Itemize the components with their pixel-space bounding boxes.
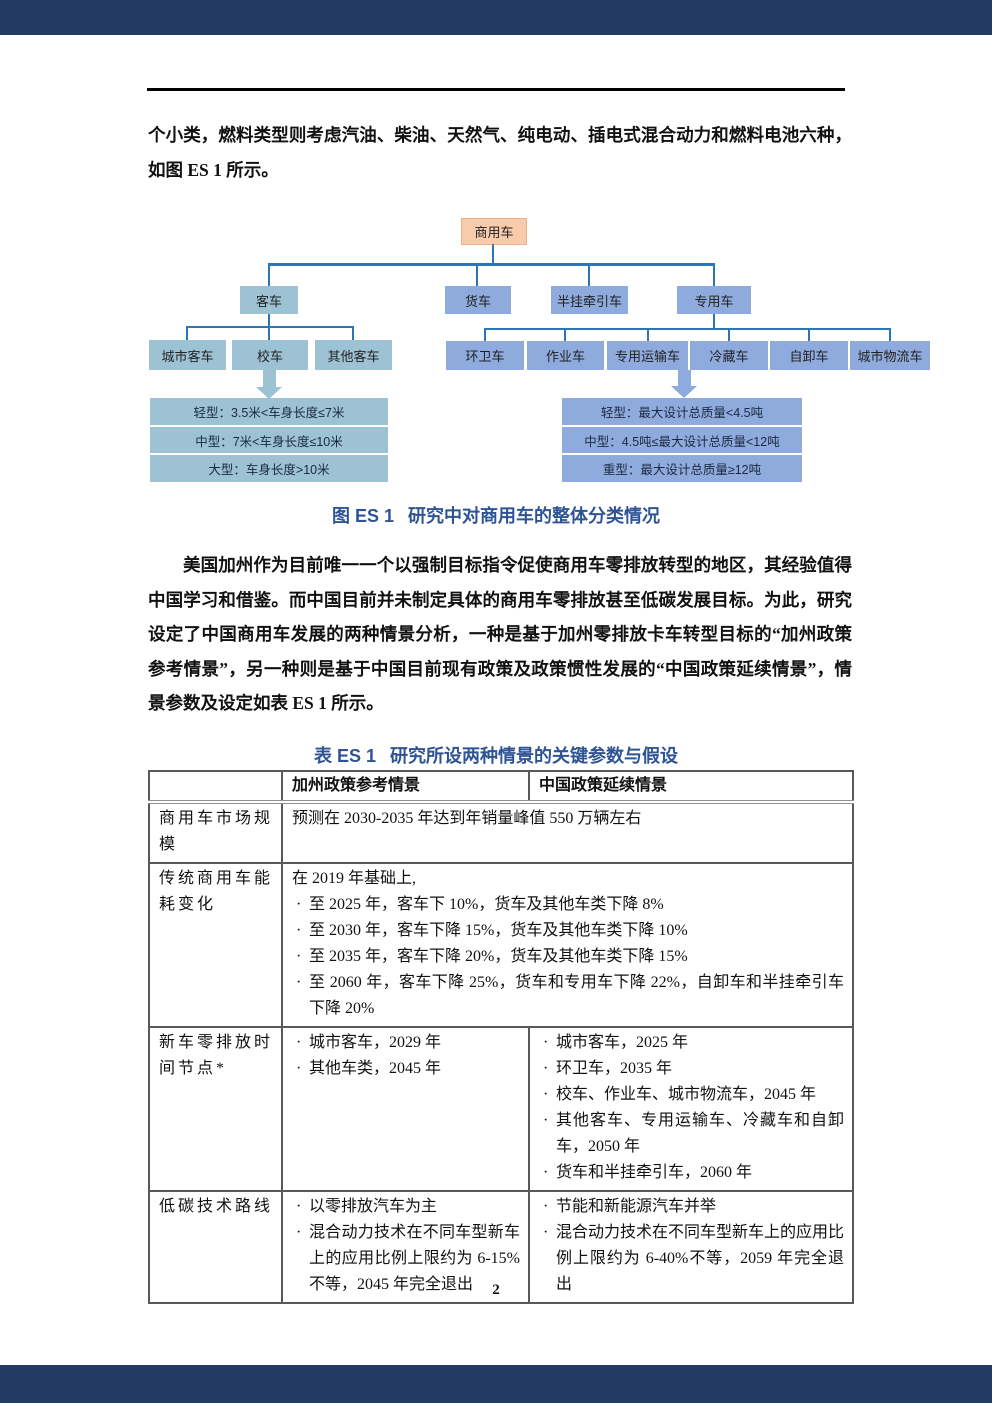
top-navy-bar [0,0,992,35]
connector [728,330,730,341]
row-label-tech: 低碳技术路线 [148,1190,283,1304]
bus-size-medium: 中型：7米<车身长度≤10米 [150,427,388,453]
cell-zev-china: 城市客车，2025 年 环卫车，2035 年 校车、作业车、城市物流车，2045… [528,1026,854,1192]
list-item: 至 2025 年，客车下 10%，货车及其他车类下降 8% [292,892,844,918]
list-item: 至 2035 年，客车下降 20%，货车及其他车类下降 15% [292,944,844,970]
down-arrow-icon [256,387,282,399]
special-size-medium: 中型：4.5吨≤最大设计总质量<12吨 [562,427,802,453]
connector [268,266,270,286]
cell-market-size: 预测在 2030-2035 年达到年销量峰值 550 万辆左右 [281,801,854,864]
row-label-zev: 新车零排放时间节点* [148,1026,283,1192]
list-item: 节能和新能源汽车并举 [539,1194,844,1220]
list-item: 以零排放汽车为主 [292,1194,520,1220]
row-label-energy: 传统商用车能耗变化 [148,862,283,1028]
table-row: 新车零排放时间节点* 城市客车，2029 年 其他车类，2045 年 城市客车，… [148,1026,854,1192]
connector [268,328,270,340]
tree-node-city-logistics: 城市物流车 [850,341,930,370]
zev-ca-bullet-list: 城市客车，2029 年 其他车类，2045 年 [292,1030,520,1082]
corner-cell [148,770,283,804]
tree-node-city-bus: 城市客车 [149,340,226,370]
down-arrow-icon [678,370,691,386]
connector [268,263,715,266]
connector [268,314,270,326]
connector [889,330,891,341]
bottom-navy-bar [0,1365,992,1403]
tree-node-root: 商用车 [461,218,527,245]
cell-tech-china: 节能和新能源汽车并举 混合动力技术在不同车型新车上的应用比例上限约为 6-40%… [528,1190,854,1304]
list-item: 环卫车，2035 年 [539,1056,844,1082]
special-size-heavy: 重型：最大设计总质量≥12吨 [562,455,802,482]
tree-node-work-vehicle: 作业车 [527,341,604,370]
energy-bullet-list: 至 2025 年，客车下 10%，货车及其他车类下降 8% 至 2030 年，客… [292,892,844,1022]
cell-zev-california: 城市客车，2029 年 其他车类，2045 年 [281,1026,530,1192]
tree-node-bus: 客车 [240,286,298,314]
tree-node-special: 专用车 [677,286,751,314]
table-row: 传统商用车能耗变化 在 2019 年基础上, 至 2025 年，客车下 10%，… [148,862,854,1028]
energy-intro: 在 2019 年基础上, [292,870,417,887]
tech-cn-bullet-list: 节能和新能源汽车并举 混合动力技术在不同车型新车上的应用比例上限约为 6-40%… [539,1194,844,1298]
page-number: 2 [492,1282,500,1298]
list-item: 校车、作业车、城市物流车，2045 年 [539,1082,844,1108]
vehicle-classification-diagram: 商用车 客车 货车 半挂牵引车 专用车 城市客车 校车 其他客车 环卫车 [0,0,992,500]
bus-size-light: 轻型：3.5米<车身长度≤7米 [150,398,388,425]
scenario-params-table: 加州政策参考情景 中国政策延续情景 商用车市场规模 预测在 2030-2035 … [148,770,854,1304]
body-paragraph: 美国加州作为目前唯一一个以强制目标指令促使商用车零排放转型的地区，其经验值得中国… [148,555,852,713]
tree-node-other-bus: 其他客车 [315,340,392,370]
connector [186,326,354,328]
table-caption: 表 ES 1 研究所设两种情景的关键参数与假设 [0,742,992,768]
tree-node-tractor: 半挂牵引车 [551,286,628,314]
cell-tech-california: 以零排放汽车为主 混合动力技术在不同车型新车上的应用比例上限约为 6-15%不等… [281,1190,530,1304]
list-item: 混合动力技术在不同车型新车上的应用比例上限约为 6-40%不等，2059 年完全… [539,1220,844,1298]
connector [713,314,715,328]
figure-caption-label: 图 ES 1 [331,506,395,526]
row-label-market-size: 商用车市场规模 [148,801,283,864]
table-row: 商用车市场规模 预测在 2030-2035 年达到年销量峰值 550 万辆左右 [148,801,854,864]
tree-node-truck: 货车 [445,286,511,314]
connector [484,328,891,330]
figure-caption: 图 ES 1 研究中对商用车的整体分类情况 [0,502,992,528]
intro-paragraph: 个小类，燃料类型则考虑汽油、柴油、天然气、纯电动、插电式混合动力和燃料电池六种，… [148,125,852,180]
list-item: 其他车类，2045 年 [292,1056,520,1082]
connector [647,330,649,341]
connector [808,330,810,341]
down-arrow-icon [263,370,276,387]
figure-caption-title: 研究中对商用车的整体分类情况 [408,506,661,526]
tree-node-school-bus: 校车 [232,340,308,370]
connector [484,330,486,341]
tree-node-special-transport: 专用运输车 [607,341,688,370]
table-caption-title: 研究所设两种情景的关键参数与假设 [390,746,679,766]
connector [564,330,566,341]
list-item: 城市客车，2029 年 [292,1030,520,1056]
connector [713,266,715,286]
table-caption-label: 表 ES 1 [313,746,377,766]
header-rule [147,88,845,91]
zev-cn-bullet-list: 城市客车，2025 年 环卫车，2035 年 校车、作业车、城市物流车，2045… [539,1030,844,1186]
special-size-light: 轻型：最大设计总质量<4.5吨 [562,398,802,425]
col-header-china: 中国政策延续情景 [528,770,854,804]
connector [588,266,590,286]
tree-node-dump-truck: 自卸车 [770,341,848,370]
tree-node-refrigerated: 冷藏车 [690,341,768,370]
list-item: 货车和半挂牵引车，2060 年 [539,1160,844,1186]
connector [186,328,188,340]
list-item: 城市客车，2025 年 [539,1030,844,1056]
connector [492,244,494,263]
connector [352,328,354,340]
list-item: 至 2030 年，客车下降 15%，货车及其他车类下降 10% [292,918,844,944]
bus-size-large: 大型：车身长度>10米 [150,455,388,482]
list-item: 混合动力技术在不同车型新车上的应用比例上限约为 6-15%不等，2045 年完全… [292,1220,520,1298]
tech-ca-bullet-list: 以零排放汽车为主 混合动力技术在不同车型新车上的应用比例上限约为 6-15%不等… [292,1194,520,1298]
cell-energy: 在 2019 年基础上, 至 2025 年，客车下 10%，货车及其他车类下降 … [281,862,854,1028]
list-item: 至 2060 年，客车下降 25%，货车和专用车下降 22%，自卸车和半挂牵引车… [292,970,844,1022]
list-item: 其他客车、专用运输车、冷藏车和自卸车，2050 年 [539,1108,844,1160]
connector [476,266,478,286]
table-row: 低碳技术路线 以零排放汽车为主 混合动力技术在不同车型新车上的应用比例上限约为 … [148,1190,854,1304]
down-arrow-icon [671,386,697,398]
tree-node-sanitation: 环卫车 [446,341,524,370]
col-header-california: 加州政策参考情景 [281,770,530,804]
